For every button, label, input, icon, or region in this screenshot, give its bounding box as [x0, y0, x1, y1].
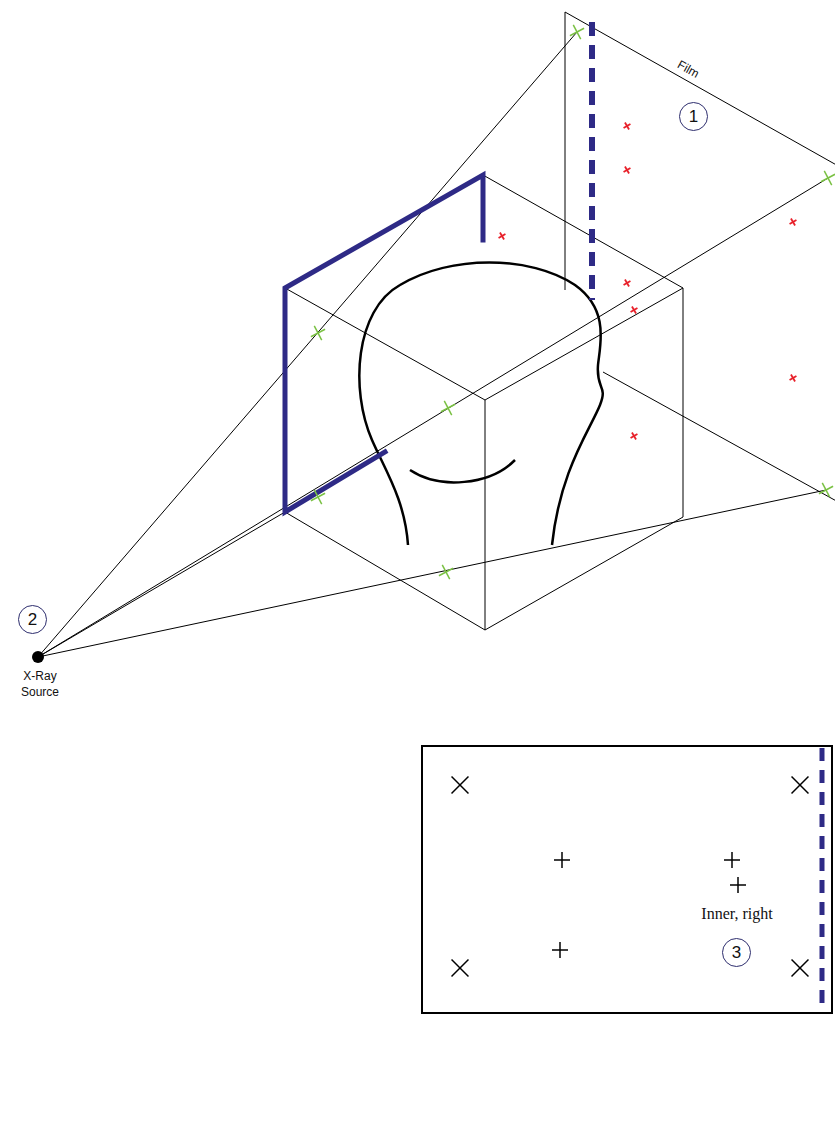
film-panel: Inner, right 3 — [421, 745, 833, 1014]
callout-number: 1 — [689, 107, 698, 127]
source-dot — [32, 651, 44, 663]
part-label: X-Ray Source — [14, 669, 66, 700]
panel-markers — [452, 777, 809, 977]
callout-number: 3 — [732, 943, 741, 963]
projection-lines — [38, 12, 835, 657]
highlighted-edges — [285, 175, 483, 512]
callout-number: 2 — [28, 610, 37, 630]
callout-number: 2 — [18, 605, 47, 634]
green-markers — [311, 25, 835, 579]
panel-label: Inner, right — [699, 905, 774, 923]
dashed-line — [589, 22, 595, 300]
red-markers — [499, 123, 797, 440]
dashed-line — [820, 748, 825, 1012]
callout-number: 1 — [679, 102, 708, 131]
callout-number: 3 — [722, 938, 751, 967]
head-outline — [359, 263, 602, 546]
